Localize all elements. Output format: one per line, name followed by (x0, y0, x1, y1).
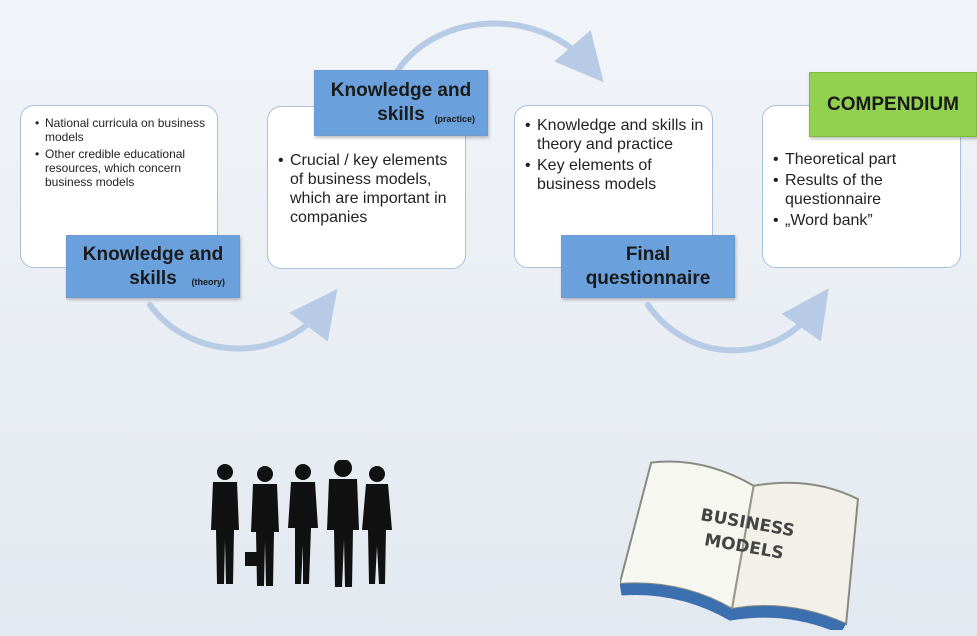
stage-label-compendium: COMPENDIUM (809, 72, 977, 137)
stage-label-final-main: Final questionnaire (585, 244, 711, 289)
list-item: Other credible educational resources, wh… (35, 147, 207, 189)
stage-label-theory: Knowledge and skills (theory) (66, 235, 240, 298)
list-item: „Word bank” (773, 211, 952, 230)
arrow-theory-to-practice (147, 288, 338, 352)
stage-label-practice-sub: (practice) (434, 114, 475, 124)
stage-label-final: Final questionnaire (561, 235, 735, 298)
stage-theory-list: National curricula on business models Ot… (35, 116, 207, 189)
list-item: Theoretical part (773, 150, 952, 169)
list-item: Knowledge and skills in theory and pract… (525, 116, 704, 154)
open-book-icon: BUSINESS MODELS (620, 460, 860, 630)
list-item: Crucial / key elements of business model… (278, 151, 455, 227)
list-item: National curricula on business models (35, 116, 207, 144)
list-item: Results of the questionnaire (773, 171, 952, 209)
arrow-final-to-compendium (645, 288, 829, 354)
stage-label-theory-main: Knowledge and skills (82, 244, 224, 289)
stage-label-compendium-main: COMPENDIUM (827, 94, 959, 115)
stage-label-theory-sub: (theory) (191, 277, 226, 287)
stage-practice-list: Crucial / key elements of business model… (278, 151, 455, 227)
business-people-silhouette-icon (211, 460, 392, 587)
stage-final-list: Knowledge and skills in theory and pract… (525, 116, 704, 194)
stage-label-practice-main: Knowledge and skills (330, 80, 472, 125)
stage-card-theory: National curricula on business models Ot… (20, 105, 218, 268)
stage-compendium-list: Theoretical part Results of the question… (773, 150, 952, 230)
stage-label-practice: Knowledge and skills (practice) (314, 70, 488, 136)
list-item: Key elements of business models (525, 156, 704, 194)
arrow-practice-to-final (395, 20, 604, 83)
